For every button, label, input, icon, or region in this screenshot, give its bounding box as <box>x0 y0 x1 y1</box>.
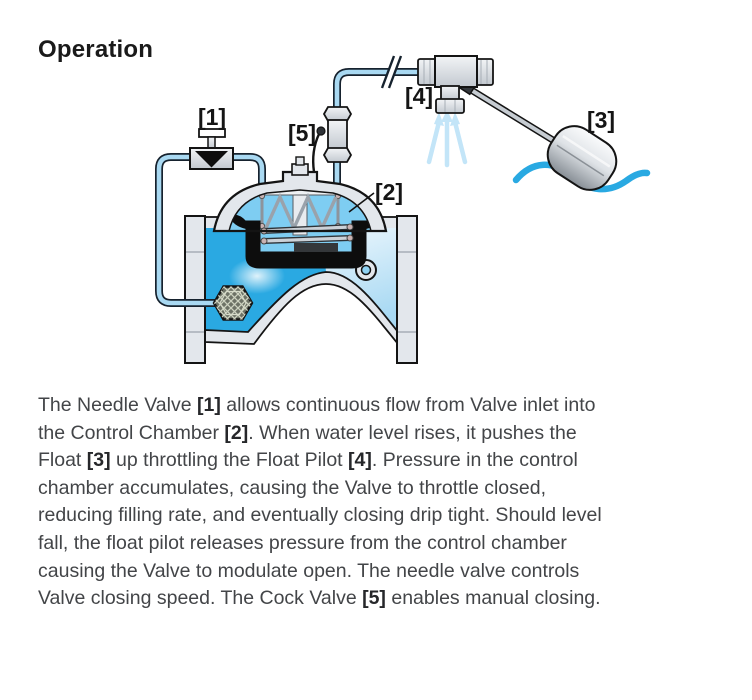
pilot-stem <box>440 85 460 101</box>
pilot-bottom-nut <box>435 98 465 114</box>
pilot-body <box>434 55 478 88</box>
inlet-tube <box>156 154 236 306</box>
cock-valve-lever <box>311 133 321 173</box>
pilot-left-nut <box>417 58 437 86</box>
tube-break-symbol <box>380 55 403 89</box>
diaphragm-assembly <box>245 220 367 269</box>
pilot-spray <box>426 110 468 168</box>
paragraph-line: Valve closing speed. The Cock Valve [5] … <box>38 587 601 610</box>
needle-cone <box>195 151 228 168</box>
needle-valve-handle <box>198 128 226 138</box>
label-needle-valve: [1] <box>198 104 226 130</box>
page-title: Operation <box>38 36 154 63</box>
paragraph-line: Float [3] up throttling the Float Pilot … <box>38 449 578 472</box>
chamber-spring <box>264 192 338 233</box>
cock-valve-body <box>327 119 348 150</box>
label-control-chamber: [2] <box>375 179 403 205</box>
cock-valve-top-nut <box>322 106 353 122</box>
label-2-pointer <box>348 192 375 213</box>
seat-disc <box>294 243 338 252</box>
dome-outline <box>212 170 388 233</box>
cock-valve-bottom-nut <box>322 147 353 163</box>
float-pilot <box>417 55 558 168</box>
float <box>546 125 618 191</box>
paragraph-line: The Needle Valve [1] allows continuous f… <box>38 394 596 416</box>
dome-shell <box>214 172 386 231</box>
control-chamber <box>212 156 388 269</box>
closing-spring-lower <box>260 234 354 245</box>
paragraph-line: reducing filling rate, and eventually cl… <box>38 504 602 527</box>
label-cock-valve: [5] <box>288 120 316 146</box>
pilot-right-nut <box>475 58 494 86</box>
paragraph-line: the Control Chamber [2]. When water leve… <box>38 421 577 444</box>
needle-valve-stem <box>207 136 216 149</box>
float-rod <box>466 86 558 144</box>
label-float: [3] <box>587 107 615 133</box>
inlet-flange <box>184 215 206 364</box>
dome-inner-outline <box>228 189 372 232</box>
label-float-pilot: [4] <box>405 83 433 109</box>
outlet-flange <box>396 215 418 364</box>
needle-valve <box>189 128 234 170</box>
strainer-inner <box>219 290 247 316</box>
valve-operation-diagram: [1] [2] [3] [4] [5] <box>155 55 651 364</box>
seat-ring-inner <box>360 264 372 276</box>
cock-valve-pivot <box>316 126 326 136</box>
paragraph-line: fall, the float pilot releases pressure … <box>38 531 567 554</box>
pilot-tube <box>334 69 424 202</box>
cock-valve <box>311 106 353 173</box>
description-paragraph: The Needle Valve [1] allows continuous f… <box>38 392 602 613</box>
inlet-strainer <box>212 285 254 321</box>
paragraph-line: chamber accumulates, causing the Valve t… <box>38 476 546 499</box>
strainer-mesh <box>214 286 252 320</box>
dome-cap-bolt <box>295 156 305 166</box>
control-tubing <box>155 55 424 307</box>
chamber-tube <box>222 154 265 202</box>
paragraph-line: causing the Valve to modulate open. The … <box>38 559 580 582</box>
